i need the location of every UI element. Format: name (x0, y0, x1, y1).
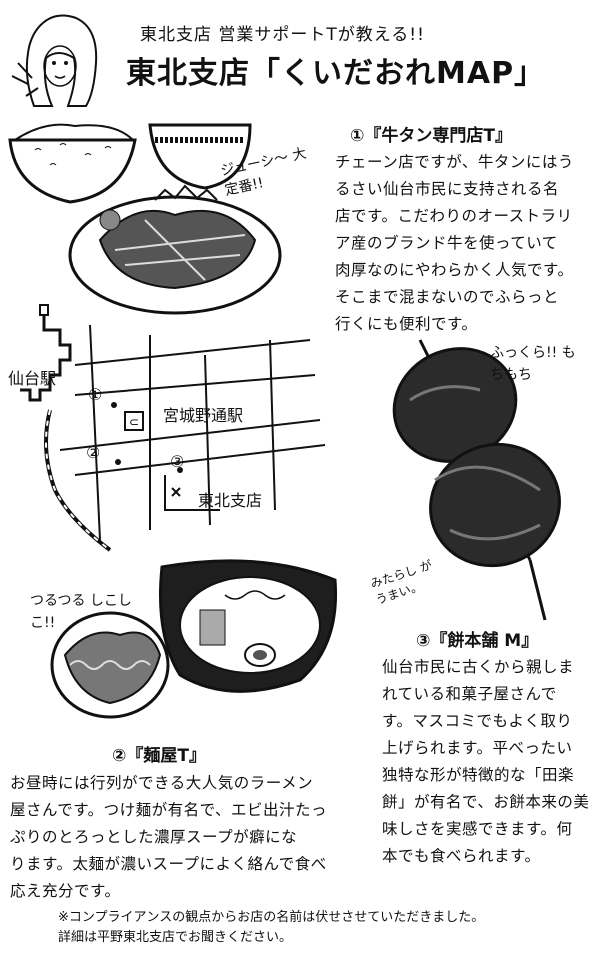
shop1-line: るさい仙台市民に支持される名 (335, 180, 560, 198)
page-title: 東北支店「くいだおれMAP」 (126, 56, 546, 91)
shop3-line: 味しさを実感できます。何 (382, 820, 573, 838)
shop3-line: れている和菓子屋さんで (382, 685, 557, 703)
shop2-description: お昼時には行列ができる大人気のラーメン 屋さんです。つけ麺が有名で、エビ出汁たっ… (10, 770, 380, 905)
footer-line: ※コンプライアンスの観点からお店の名前は伏せさせていただきました。 (58, 910, 485, 925)
shop3-line: 独特な形が特徴的な「田楽 (382, 766, 575, 784)
avatar-illustration (11, 14, 98, 107)
map-marker-1: ① (88, 385, 103, 404)
branch-label: 東北支店 (198, 491, 263, 510)
sendai-station-label: 仙台駅 (8, 369, 57, 388)
shop2-line: ぷりのとろっとした濃厚スープが癖にな (10, 828, 298, 846)
shop3-line: 餅」が有名で、お餅本来の美 (382, 793, 590, 811)
footer-note: ※コンプライアンスの観点からお店の名前は伏せさせていただきました。 詳細は平野東… (58, 908, 598, 948)
shop1-line: 肉厚なのにやわらかく人気です。 (335, 261, 574, 279)
map-marker-3: ③ (170, 452, 185, 471)
gyutan-illustration (8, 123, 282, 315)
shop3-line: 仙台市民に古くから親しま (382, 658, 575, 676)
map-marker-2: ② (86, 443, 101, 462)
header-subtitle: 東北支店 営業サポートTが教える!! (140, 25, 425, 45)
ramen-illustration (50, 559, 338, 719)
shop2-line: 屋さんです。つけ麺が有名で、エビ出汁たっ (10, 801, 328, 819)
shop3-line: す。マスコミでもよく取り (382, 712, 573, 730)
shop3-line: 本でも食べられます。 (382, 847, 541, 865)
shop3-line: 上げられます。平べったい (382, 739, 573, 757)
shop2-heading: ②『麺屋T』 (112, 746, 206, 766)
shop1-line: ア産のブランド牛を使っていて (335, 234, 558, 252)
shop1-heading: ①『牛タン専門店T』 (350, 126, 512, 146)
shop1-line: そこまで混まないのでふらっと (335, 288, 560, 306)
miyagino-station-label: 宮城野通駅 (163, 406, 244, 425)
ramen-callout: つるつる しこしこ!! (30, 593, 132, 631)
svg-text:⊂: ⊂ (129, 415, 139, 429)
footer-line: 詳細は平野東北支店でお聞きください。 (58, 930, 293, 945)
mochi-callout-top: ふっくら!! もちもち (490, 345, 576, 383)
shop1-line: 行くにも便利です。 (335, 315, 478, 333)
shop1-line: 店です。こだわりのオーストラリ (335, 207, 573, 225)
shop3-heading: ③『餅本舗 M』 (416, 631, 539, 651)
shop1-description: チェーン店ですが、牛タンにはう るさい仙台市民に支持される名 店です。こだわりの… (335, 149, 600, 338)
mochi-illustration (392, 339, 561, 621)
shop2-line: お昼時には行列ができる大人気のラーメン (10, 774, 314, 792)
avatar (8, 8, 108, 108)
shop2-line: 応え充分です。 (10, 882, 121, 900)
shop2-line: ります。太麺が濃いスープによく絡んで食べ (10, 855, 327, 873)
shop1-line: チェーン店ですが、牛タンにはう (335, 153, 574, 171)
shop3-description: 仙台市民に古くから親しま れている和菓子屋さんで す。マスコミでもよく取り 上げ… (382, 654, 598, 870)
area-map: ⊂ (20, 304, 326, 552)
